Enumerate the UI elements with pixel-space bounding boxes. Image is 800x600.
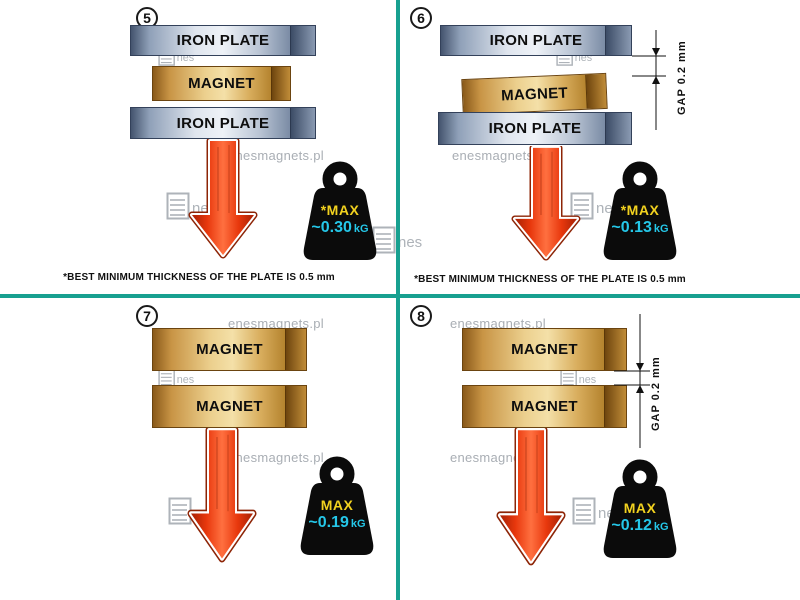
magnet-bottom: MAGNET <box>462 385 627 428</box>
watermark-text: enesmagnets.pl <box>450 316 546 331</box>
iron-plate-bottom: IRON PLATE <box>130 107 316 139</box>
iron-plate-label: IRON PLATE <box>489 32 583 49</box>
svg-text:nes: nes <box>398 234 422 251</box>
gap-dimension-lines <box>614 314 650 448</box>
panel-5: 5 IRON PLATE MAGNET IRON PLATE *MAX ~0.3… <box>0 0 398 294</box>
down-arrow-icon <box>187 428 257 563</box>
magnet-label: MAGNET <box>196 398 263 415</box>
weight-value-number: ~0.12 <box>611 517 652 534</box>
iron-plate-label: IRON PLATE <box>176 114 270 132</box>
panel-6-number-badge: 6 <box>410 7 432 29</box>
weight-value-number: ~0.13 <box>611 219 652 236</box>
weight-max-label: *MAX <box>620 202 660 218</box>
weight-value-number: ~0.30 <box>311 219 352 236</box>
magnet-bottom: MAGNET <box>152 385 307 428</box>
watermark-text: enesmagnets.pl <box>228 148 324 163</box>
enes-logo-icon: nes <box>560 368 597 388</box>
weight-max-label: MAX <box>623 500 657 516</box>
weight-unit: kG <box>353 223 369 235</box>
panel-6: 6 IRON PLATE MAGNET IRON PLATE GAP 0.2 m… <box>398 0 800 294</box>
magnet-label: MAGNET <box>188 75 255 92</box>
iron-plate-top: IRON PLATE <box>440 25 632 56</box>
watermark-text: enesmagnets.pl <box>228 316 324 331</box>
gap-dimension-lines <box>632 30 666 130</box>
watermark-text: enesmagnets.pl <box>452 148 548 163</box>
magnet-label: MAGNET <box>511 398 578 415</box>
kettlebell-shape <box>300 456 374 555</box>
magnet-label: MAGNET <box>196 341 263 358</box>
weight-unit: kG <box>653 223 669 235</box>
magnet-label: MAGNET <box>500 84 569 104</box>
divider-vertical <box>396 0 400 600</box>
panel-7-number-badge: 7 <box>136 305 158 327</box>
panel-8-number-badge: 8 <box>410 305 432 327</box>
magnet-top: MAGNET <box>462 328 627 371</box>
panel-8: 8 MAGNET MAGNET GAP 0.2 mm <box>398 298 800 600</box>
kettlebell-shape <box>303 161 377 260</box>
magnet-top: MAGNET <box>152 328 307 371</box>
gap-label: GAP 0.2 mm <box>650 356 662 431</box>
iron-plate-top: IRON PLATE <box>130 25 316 56</box>
weight-unit: kG <box>653 521 669 533</box>
magnet-bar: MAGNET <box>461 72 608 116</box>
svg-text:nes: nes <box>579 374 597 386</box>
svg-text:nes: nes <box>177 374 195 386</box>
footnote: *BEST MINIMUM THICKNESS OF THE PLATE IS … <box>414 274 686 285</box>
kettlebell-shape <box>603 161 677 260</box>
weight-max-label: MAX <box>320 497 354 513</box>
iron-plate-label: IRON PLATE <box>176 32 270 49</box>
weight-unit: kG <box>350 518 366 530</box>
down-arrow-icon <box>511 146 581 261</box>
down-arrow-icon <box>188 139 258 259</box>
weight-max-label: *MAX <box>320 202 360 218</box>
down-arrow-icon <box>496 428 566 566</box>
iron-plate-label: IRON PLATE <box>488 120 582 137</box>
footnote: *BEST MINIMUM THICKNESS OF THE PLATE IS … <box>63 272 335 283</box>
kettlebell-shape <box>603 459 677 558</box>
weight-value-number: ~0.19 <box>308 514 349 531</box>
watermark-text: enesmagnets.pl <box>228 450 324 465</box>
magnet-bar: MAGNET <box>152 66 291 101</box>
iron-plate-bottom: IRON PLATE <box>438 112 632 145</box>
gap-label: GAP 0.2 mm <box>676 40 688 116</box>
divider-horizontal <box>0 294 800 298</box>
magnet-label: MAGNET <box>511 341 578 358</box>
